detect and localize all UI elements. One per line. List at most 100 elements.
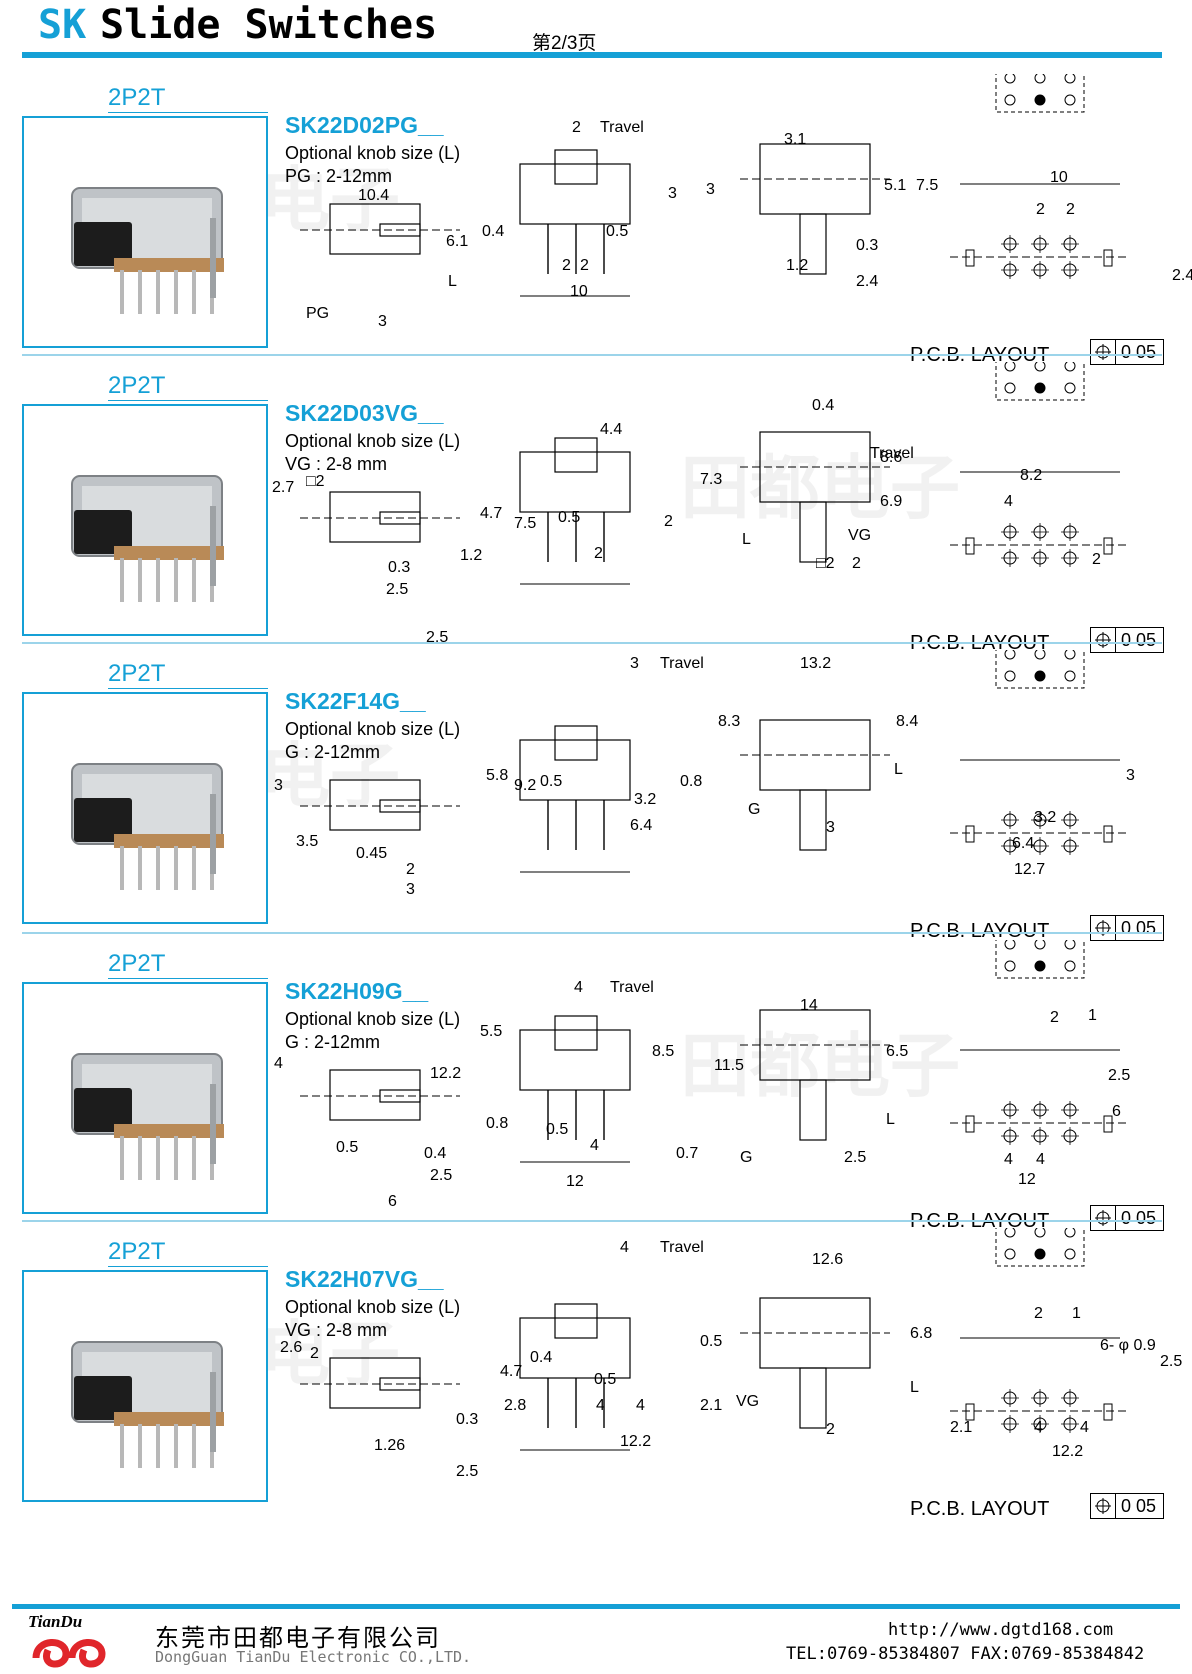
model-number: SK22D03VG__	[285, 400, 444, 426]
dimension-label: 2	[664, 513, 673, 530]
dimension-label: VG	[736, 1393, 759, 1410]
position-tolerance-box: 0 05	[1090, 627, 1164, 653]
dimension-label: 8.4	[896, 713, 918, 730]
size-line: PG : 2-12mm	[285, 166, 393, 186]
position-tolerance-icon	[1091, 916, 1116, 940]
switch-image	[71, 763, 224, 890]
dimension-label: 12	[1018, 1171, 1036, 1188]
footer-rule	[12, 1604, 1180, 1609]
dimension-label: 7.3	[700, 471, 722, 488]
company-name-cn: 东莞市田都电子有限公司	[155, 1625, 441, 1652]
category-label: 2P2T	[108, 1238, 166, 1265]
dimension-label: Travel	[610, 979, 654, 996]
switch-image	[71, 187, 224, 314]
dimension-label: 3	[630, 655, 639, 672]
dimension-label: □2	[816, 555, 835, 572]
dimension-label: Travel	[600, 119, 644, 136]
position-tolerance-box: 0 05	[1090, 1205, 1164, 1231]
dimension-label: 2.1	[950, 1419, 972, 1436]
dimension-label: 3.2	[1034, 809, 1056, 826]
tolerance-value: 0 05	[1121, 917, 1157, 938]
option-description: Optional knob size (L) VG : 2-8 mm	[285, 1296, 460, 1342]
product-section: 田都电子2P2TSK22H07VG__Optional knob size (L…	[0, 1220, 1192, 1536]
dimension-label: 2	[852, 555, 861, 572]
option-description: Optional knob size (L)G : 2-12mm	[285, 718, 460, 764]
dimension-label: 3	[706, 181, 715, 198]
dimension-label: 3.5	[296, 833, 318, 850]
dimension-label: 2	[310, 1345, 319, 1362]
dimension-label: L	[894, 761, 903, 778]
dimension-label: 2.7	[272, 479, 294, 496]
dimension-label: 1.2	[460, 547, 482, 564]
dimension-label: 2.5	[386, 581, 408, 598]
category-underline	[108, 112, 268, 113]
dimension-drawing: 2.7□24.77.50.31.22.54.47.30.5220.48.66.9…	[272, 362, 1130, 646]
dimension-label: 4.7	[480, 505, 502, 522]
brand-logo-icon	[32, 1639, 106, 1668]
dimension-label: 6.1	[446, 233, 468, 250]
dimension-label: 4	[1034, 1419, 1043, 1436]
dimension-label: VG	[848, 527, 871, 544]
option-line: Optional knob size (L)	[285, 1297, 461, 1317]
dimension-label: L	[448, 273, 457, 290]
watermark: 田都电子	[680, 446, 960, 529]
size-line: VG : 2-8 mm	[285, 1320, 388, 1340]
dimension-label: 5.8	[486, 767, 508, 784]
switch-image	[71, 1053, 224, 1180]
product-photo	[22, 692, 268, 924]
product-photo	[22, 1270, 268, 1502]
model-number: SK22H09G__	[285, 978, 429, 1004]
position-tolerance-icon	[1091, 1494, 1116, 1518]
dimension-label: 0.4	[812, 397, 834, 414]
dimension-label: 12.2	[620, 1433, 651, 1450]
dimension-label: 3	[274, 777, 283, 794]
dimension-label: 2	[406, 861, 415, 878]
dimension-label: 4	[274, 1055, 283, 1072]
dimension-label: 4	[596, 1397, 605, 1414]
dimension-label: 6.5	[886, 1043, 908, 1060]
model-number: SK22D02PG__	[285, 112, 444, 138]
position-tolerance-box: 0 05	[1090, 915, 1164, 941]
dimension-label: 0.8	[680, 773, 702, 790]
section-divider	[22, 1220, 1162, 1222]
dimension-label: 6.4	[1012, 835, 1034, 852]
category-underline	[108, 400, 268, 401]
dimension-label: 9.2	[514, 777, 536, 794]
dimension-label: 0.4	[424, 1145, 446, 1162]
option-description: Optional knob size (L)G : 2-12mm	[285, 1008, 460, 1054]
dimension-label: 4	[1004, 1151, 1013, 1168]
dimension-label: 12.6	[812, 1251, 843, 1268]
dimension-label: 0.3	[388, 559, 410, 576]
tolerance-value: 0 05	[1121, 629, 1157, 650]
dimension-label: 6.4	[630, 817, 652, 834]
product-section: 田都电子2P2TSK22D02PG__Optional knob size (L…	[0, 74, 1192, 382]
switch-image	[71, 475, 224, 602]
dimension-label: 4	[620, 1239, 629, 1256]
dimension-label: Travel	[660, 1239, 704, 1256]
dimension-label: 2	[1092, 551, 1101, 568]
switch-image	[71, 1341, 224, 1468]
dimension-label: 14	[800, 997, 818, 1014]
product-section: 田都电子2P2TSK22F14G__Optional knob size (L)…	[0, 642, 1192, 958]
dimension-label: Travel	[870, 445, 914, 462]
dimension-label: L	[910, 1379, 919, 1396]
dimension-label: 2.5	[844, 1149, 866, 1166]
position-tolerance-icon	[1091, 628, 1116, 652]
dimension-label: 2	[1050, 1009, 1059, 1026]
position-tolerance-box: 0 05	[1090, 339, 1164, 365]
website-link[interactable]: http://www.dgtd168.com	[888, 1620, 1114, 1640]
product-photo	[22, 982, 268, 1214]
dimension-label: 2	[572, 119, 581, 136]
header-rule	[22, 52, 1162, 58]
contact-numbers: TEL:0769-85384807 FAX:0769-85384842	[786, 1644, 1145, 1664]
dimension-label: 0.8	[486, 1115, 508, 1132]
dimension-label: 1.2	[786, 257, 808, 274]
dimension-label: 0.5	[540, 773, 562, 790]
position-tolerance-icon	[1091, 340, 1116, 364]
dimension-label: 3	[1126, 767, 1135, 784]
dimension-label: 4.7	[500, 1363, 522, 1380]
dimension-label: 3	[378, 313, 387, 330]
dimension-label: 2	[826, 1421, 835, 1438]
dimension-label: 3	[668, 185, 677, 202]
